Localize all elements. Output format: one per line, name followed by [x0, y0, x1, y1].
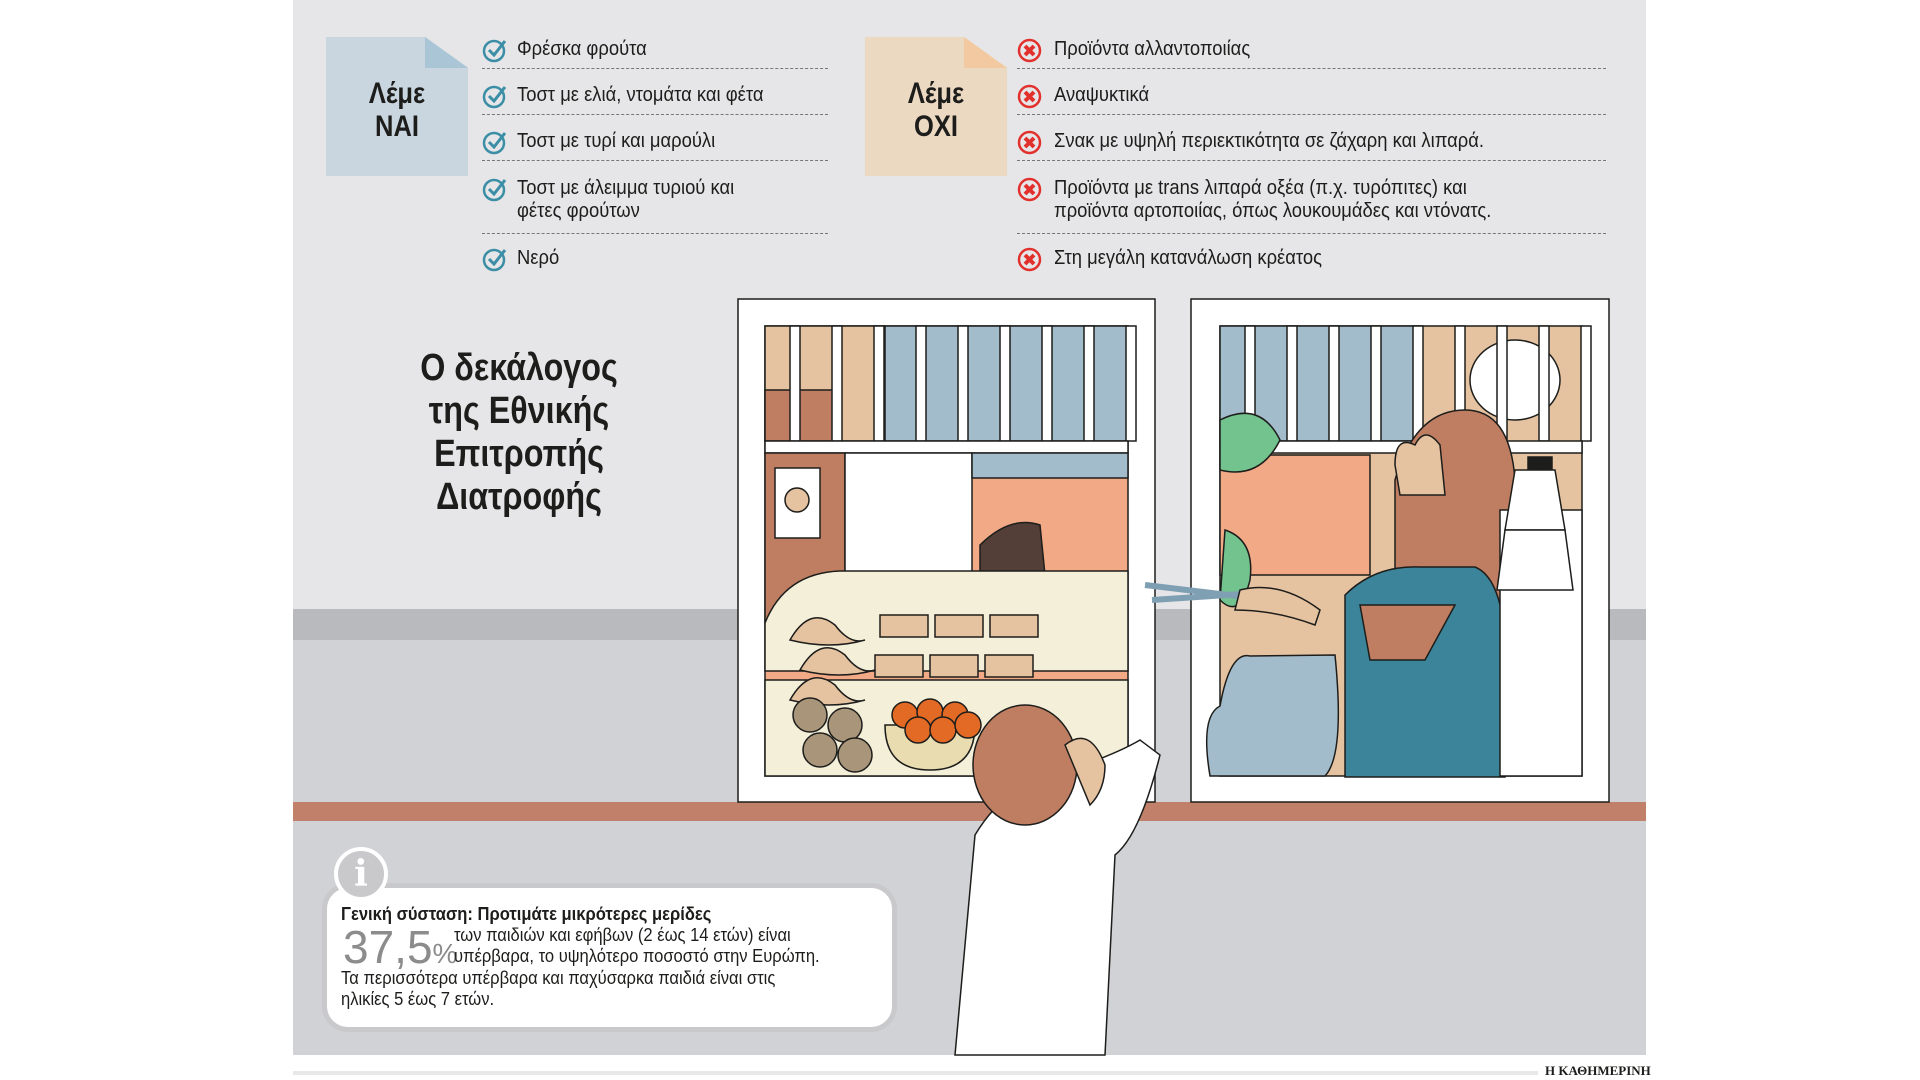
- sandwich: [879, 614, 929, 638]
- window-bar: [915, 325, 927, 442]
- orange: [904, 716, 932, 744]
- stat-number: 37,5: [343, 921, 433, 973]
- info-box: Γενική σύσταση: Προτιμάτε μικρότερες μερ…: [322, 883, 897, 1032]
- window-bar: [1083, 325, 1095, 442]
- check-circle-icon: [482, 38, 507, 63]
- window-bar: [1125, 325, 1137, 442]
- divider: [482, 68, 828, 69]
- title-line: Επιτροπής: [434, 433, 604, 475]
- sandwich: [874, 654, 924, 678]
- window-bar: [873, 325, 885, 442]
- info-line-4: ηλικίες 5 έως 7 ετών.: [341, 989, 495, 1009]
- sandwich: [934, 614, 984, 638]
- divider: [1017, 114, 1606, 115]
- divider: [1017, 233, 1606, 234]
- title-line: Ο δεκάλογος: [420, 347, 618, 389]
- list-item-text: Φρέσκα φρούτα: [517, 38, 647, 60]
- orange: [954, 711, 982, 739]
- sandwich: [929, 654, 979, 678]
- stat-line-2: υπέρβαρα, το υψηλότερο ποσοστό στην Ευρώ…: [454, 946, 820, 966]
- divider: [482, 114, 828, 115]
- window-bar: [789, 325, 801, 442]
- note-line: Λέμε: [907, 77, 965, 110]
- publisher-credit: Η ΚΑΘΗΜΕΡΙΝΗ: [1545, 1063, 1651, 1078]
- list-item-text: Τοστ με άλειμμα τυριού και: [517, 177, 735, 199]
- sandwich: [989, 614, 1039, 638]
- croissant: [788, 617, 866, 646]
- x-circle-icon: [1017, 177, 1042, 202]
- divider: [482, 233, 828, 234]
- divider: [1017, 160, 1606, 161]
- x-circle-icon: [1017, 38, 1042, 63]
- window-bar: [999, 325, 1011, 442]
- check-circle-icon: [482, 130, 507, 155]
- note-line: ΝΑΙ: [375, 110, 419, 143]
- list-item-text: προϊόντα αρτοποιίας, όπως λουκουμάδες κα…: [1054, 200, 1492, 222]
- list-item-text: φέτες φρούτων: [517, 200, 640, 222]
- list-item-text: Αναψυκτικά: [1054, 84, 1150, 106]
- right-window: [1144, 298, 1610, 803]
- orange: [929, 716, 957, 744]
- stat-unit: %: [432, 938, 458, 969]
- divider: [1017, 68, 1606, 69]
- check-circle-icon: [482, 177, 507, 202]
- info-heading: Γενική σύσταση: Προτιμάτε μικρότερες μερ…: [341, 904, 712, 924]
- divider: [482, 160, 828, 161]
- customer-figure: [954, 704, 1161, 1056]
- stat-line-1: των παιδιών και εφήβων (2 έως 14 ετών) ε…: [454, 925, 791, 945]
- donut: [827, 707, 863, 743]
- list-item-text: Τοστ με τυρί και μαρούλι: [517, 130, 716, 152]
- sandwich: [984, 654, 1034, 678]
- check-circle-icon: [482, 247, 507, 272]
- donut: [802, 732, 838, 768]
- donut: [792, 697, 828, 733]
- list-item-text: Σνακ με υψηλή περιεκτικότητα σε ζάχαρη κ…: [1054, 130, 1485, 152]
- stat-value: 37,5%: [343, 924, 457, 977]
- left-window: [737, 298, 1156, 803]
- window-bar: [1538, 325, 1550, 442]
- window-bar: [1496, 325, 1508, 442]
- window-bar: [957, 325, 969, 442]
- window-bar: [1286, 325, 1298, 442]
- list-item-text: Προϊόντα αλλαντοποιίας: [1054, 38, 1251, 60]
- counter-ledge: [293, 802, 1646, 821]
- window-bar: [831, 325, 843, 442]
- donut: [837, 737, 873, 773]
- window-bar: [1370, 325, 1382, 442]
- check-circle-icon: [482, 84, 507, 109]
- x-circle-icon: [1017, 247, 1042, 272]
- window-bar: [1041, 325, 1053, 442]
- croissant: [798, 647, 876, 676]
- window-bar: [1328, 325, 1340, 442]
- x-circle-icon: [1017, 84, 1042, 109]
- info-line-3: Τα περισσότερα υπέρβαρα και παχύσαρκα πα…: [341, 968, 776, 988]
- list-item-text: Στη μεγάλη κατανάλωση κρέατος: [1054, 247, 1323, 269]
- list-item-text: Προϊόντα με trans λιπαρά οξέα (π.χ. τυρό…: [1054, 177, 1467, 199]
- footer-rule: [293, 1071, 1538, 1075]
- note-line: ΟΧΙ: [914, 110, 958, 143]
- info-icon: i: [334, 847, 388, 901]
- title-line: Διατροφής: [436, 476, 602, 518]
- window-bar: [1412, 325, 1424, 442]
- list-item-text: Τοστ με ελιά, ντομάτα και φέτα: [517, 84, 764, 106]
- window-bar: [1580, 325, 1592, 442]
- x-circle-icon: [1017, 130, 1042, 155]
- title-line: της Εθνικής: [428, 390, 610, 432]
- list-item-text: Νερό: [517, 247, 560, 269]
- note-line: Λέμε: [368, 77, 426, 110]
